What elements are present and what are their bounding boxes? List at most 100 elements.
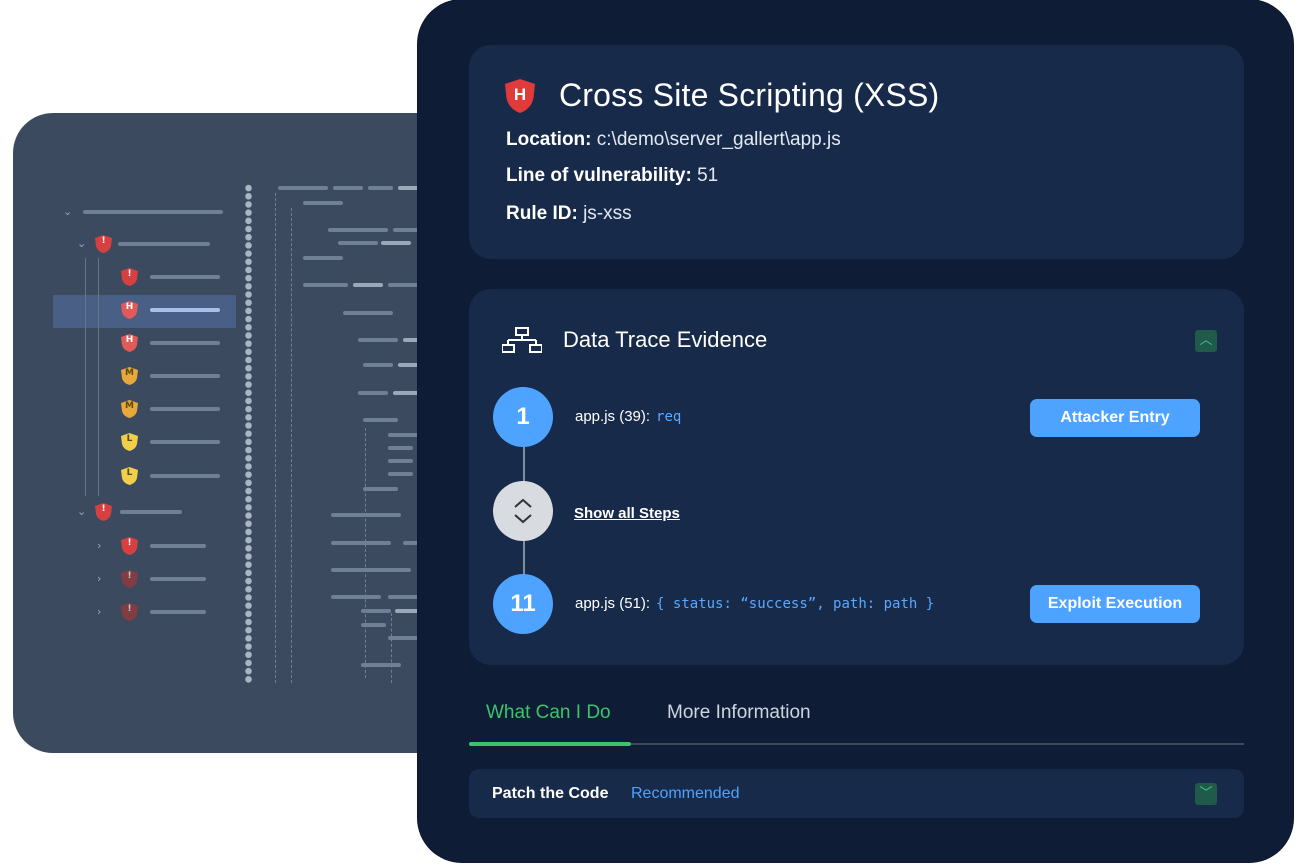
chevron-right-icon: › <box>97 605 102 618</box>
code-line-placeholder <box>388 595 428 599</box>
expand-button[interactable]: ﹀ <box>1195 783 1217 805</box>
code-line-placeholder <box>338 241 378 245</box>
step-number-badge: 1 <box>493 387 553 447</box>
step-code: req <box>656 409 682 425</box>
shield-high-icon: ! <box>95 235 112 253</box>
tree-item-row[interactable]: M <box>121 400 220 418</box>
data-trace-icon <box>501 327 543 358</box>
line-row: Line of vulnerability: 51 <box>506 165 718 187</box>
shield-high-icon: ! <box>121 570 138 588</box>
tree-group-row[interactable]: ⌄ ! <box>77 235 210 253</box>
tab-what-can-i-do[interactable]: What Can I Do <box>486 702 611 723</box>
shield-low-icon: L <box>121 433 138 451</box>
code-line-placeholder <box>398 186 428 190</box>
tree-item-row[interactable]: H <box>121 301 220 319</box>
shield-medium-icon: M <box>121 367 138 385</box>
tree-item-row[interactable]: › ! <box>97 603 206 621</box>
tree-item-row[interactable]: › ! <box>97 570 206 588</box>
tree-label-placeholder <box>150 374 220 378</box>
tree-item-row[interactable]: M <box>121 367 220 385</box>
tree-item-row[interactable]: › ! <box>97 537 206 555</box>
code-line-placeholder <box>353 283 383 287</box>
shield-low-icon: L <box>121 467 138 485</box>
code-line-placeholder <box>303 283 348 287</box>
line-label: Line of vulnerability: <box>506 165 692 186</box>
step-file: app.js (39): <box>575 408 651 425</box>
code-line-placeholder <box>361 609 391 613</box>
shield-high-icon: ! <box>121 603 138 621</box>
recommended-label: Recommended <box>631 785 740 802</box>
location-row: Location: c:\demo\server_gallert\app.js <box>506 129 841 151</box>
indent-guide <box>275 193 276 683</box>
step-location: app.js (51):{ status: “success”, path: p… <box>575 595 934 612</box>
ide-background-panel: ⌄ ⌄ ! ! H H M <box>13 113 473 753</box>
tree-item-row[interactable]: ! <box>121 268 220 286</box>
tree-group-row[interactable]: ⌄ ! <box>77 503 182 521</box>
indent-guide <box>365 428 366 678</box>
code-line-placeholder <box>361 663 401 667</box>
chevron-up-down-icon <box>511 498 535 532</box>
issue-title-row: H Cross Site Scripting (XSS) <box>505 77 939 114</box>
tree-label-placeholder <box>150 577 206 581</box>
chevron-down-icon: ⌄ <box>77 237 87 250</box>
chevron-down-icon: ⌄ <box>77 505 87 518</box>
code-line-placeholder <box>358 391 388 395</box>
issue-header-card: H Cross Site Scripting (XSS) Location: c… <box>469 45 1244 259</box>
show-all-steps-link[interactable]: Show all Steps <box>574 505 680 522</box>
tree-item-row[interactable]: L <box>121 433 220 451</box>
chevron-right-icon: › <box>97 572 102 585</box>
tree-guide-line <box>85 258 86 496</box>
shield-medium-icon: M <box>121 400 138 418</box>
code-line-placeholder <box>331 568 411 572</box>
code-line-placeholder <box>388 446 413 450</box>
line-gutter <box>244 184 253 684</box>
code-line-placeholder <box>331 513 401 517</box>
severity-high-icon: H <box>505 78 535 113</box>
collapse-button[interactable]: ︿ <box>1195 330 1217 352</box>
code-line-placeholder <box>368 186 393 190</box>
shield-high-icon: ! <box>121 268 138 286</box>
tree-label-placeholder <box>150 308 220 312</box>
tree-label-placeholder <box>150 341 220 345</box>
tab-bar: What Can I Do More Information <box>469 690 1244 746</box>
tree-guide-line <box>98 258 99 496</box>
code-line-placeholder <box>398 363 428 367</box>
rule-label: Rule ID: <box>506 203 578 224</box>
patch-the-code-row[interactable]: Patch the Code Recommended ﹀ <box>469 769 1244 818</box>
tree-root-row[interactable]: ⌄ <box>63 205 223 219</box>
tree-label-placeholder <box>120 510 182 514</box>
code-line-placeholder <box>358 338 398 342</box>
issue-title: Cross Site Scripting (XSS) <box>559 77 940 113</box>
shield-high-icon: ! <box>121 537 138 555</box>
tree-label-placeholder <box>150 544 206 548</box>
attacker-entry-button[interactable]: Attacker Entry <box>1030 399 1200 437</box>
code-line-placeholder <box>388 636 418 640</box>
tree-label-placeholder <box>150 407 220 411</box>
code-line-placeholder <box>388 283 418 287</box>
code-line-placeholder <box>303 256 343 260</box>
exploit-execution-button[interactable]: Exploit Execution <box>1030 585 1200 623</box>
code-line-placeholder <box>331 541 391 545</box>
expand-steps-toggle[interactable] <box>493 481 553 541</box>
chevron-down-icon: ⌄ <box>63 205 73 218</box>
data-trace-card: Data Trace Evidence ︿ 1 app.js (39):req … <box>469 289 1244 665</box>
code-line-placeholder <box>303 201 343 205</box>
patch-title: Patch the Code <box>492 785 609 802</box>
shield-high-icon: H <box>121 334 138 352</box>
code-line-placeholder <box>381 241 411 245</box>
indent-guide <box>391 613 392 683</box>
code-line-placeholder <box>363 418 398 422</box>
step-location: app.js (39): req <box>575 408 681 425</box>
chevron-right-icon: › <box>97 539 102 552</box>
code-line-placeholder <box>333 186 363 190</box>
code-line-placeholder <box>363 363 393 367</box>
code-line-placeholder <box>393 391 433 395</box>
tree-item-row[interactable]: L <box>121 467 220 485</box>
tab-divider <box>469 743 1244 745</box>
tab-more-information[interactable]: More Information <box>667 702 811 723</box>
shield-high-icon: ! <box>95 503 112 521</box>
location-label: Location: <box>506 129 592 150</box>
tree-item-row[interactable]: H <box>121 334 220 352</box>
rule-value: js-xss <box>583 203 632 224</box>
step-code: { status: “success”, path: path } <box>656 596 935 612</box>
